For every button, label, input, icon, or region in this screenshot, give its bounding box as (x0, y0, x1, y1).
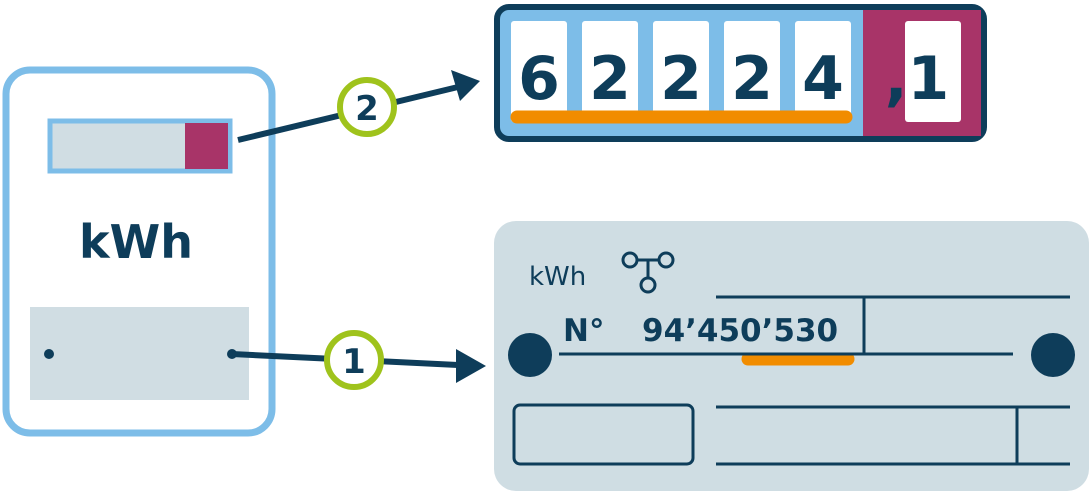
callout-one-badge (324, 330, 384, 390)
digit-card (653, 21, 709, 122)
callout-two-number: 2 (355, 89, 379, 129)
plate-screw-left (508, 333, 552, 377)
register-digit-4: 2 (724, 21, 780, 122)
digit-card (582, 21, 638, 122)
digit-value: 2 (731, 44, 773, 114)
register-digit-5: 4 (795, 21, 851, 122)
nameplate-detail: kWh N° 94’450’530 (494, 221, 1089, 491)
network-icon (621, 251, 675, 294)
callout-two-badge (337, 77, 397, 137)
register-digit-1: 6 (511, 21, 567, 122)
digit-value: 6 (518, 44, 560, 114)
decimal-digit-card (905, 21, 961, 122)
nameplate-unit-label: kWh (529, 262, 586, 292)
plate-screw-right (1031, 333, 1075, 377)
register-digit-2: 2 (582, 21, 638, 122)
meter-display-decimal-section (185, 123, 228, 169)
plate-field-box (512, 403, 695, 466)
digit-value: 2 (660, 44, 702, 114)
meter-nameplate-area (30, 307, 249, 400)
register-reading: 6 2 2 2 4 ,1 (494, 4, 987, 142)
serial-number: 94’450’530 (642, 313, 838, 349)
digit-value: 4 (802, 44, 844, 114)
callout-one-number: 1 (342, 342, 366, 382)
arrow-one-head (456, 349, 486, 383)
electricity-meter: kWh (2, 66, 276, 437)
arrow-two-head (451, 70, 480, 101)
register-digit-3: 2 (653, 21, 709, 122)
decimal-value: ,1 (885, 44, 950, 114)
digit-card (724, 21, 780, 122)
arrow-two: 2 (237, 70, 480, 143)
meter-plate-screw-left (44, 349, 54, 359)
arrow-one: 1 (231, 330, 486, 390)
meter-unit-label: kWh (79, 215, 193, 269)
digit-card (795, 21, 851, 122)
digit-value: 2 (589, 44, 631, 114)
digit-card (511, 21, 567, 122)
serial-prefix: N° (563, 313, 604, 349)
